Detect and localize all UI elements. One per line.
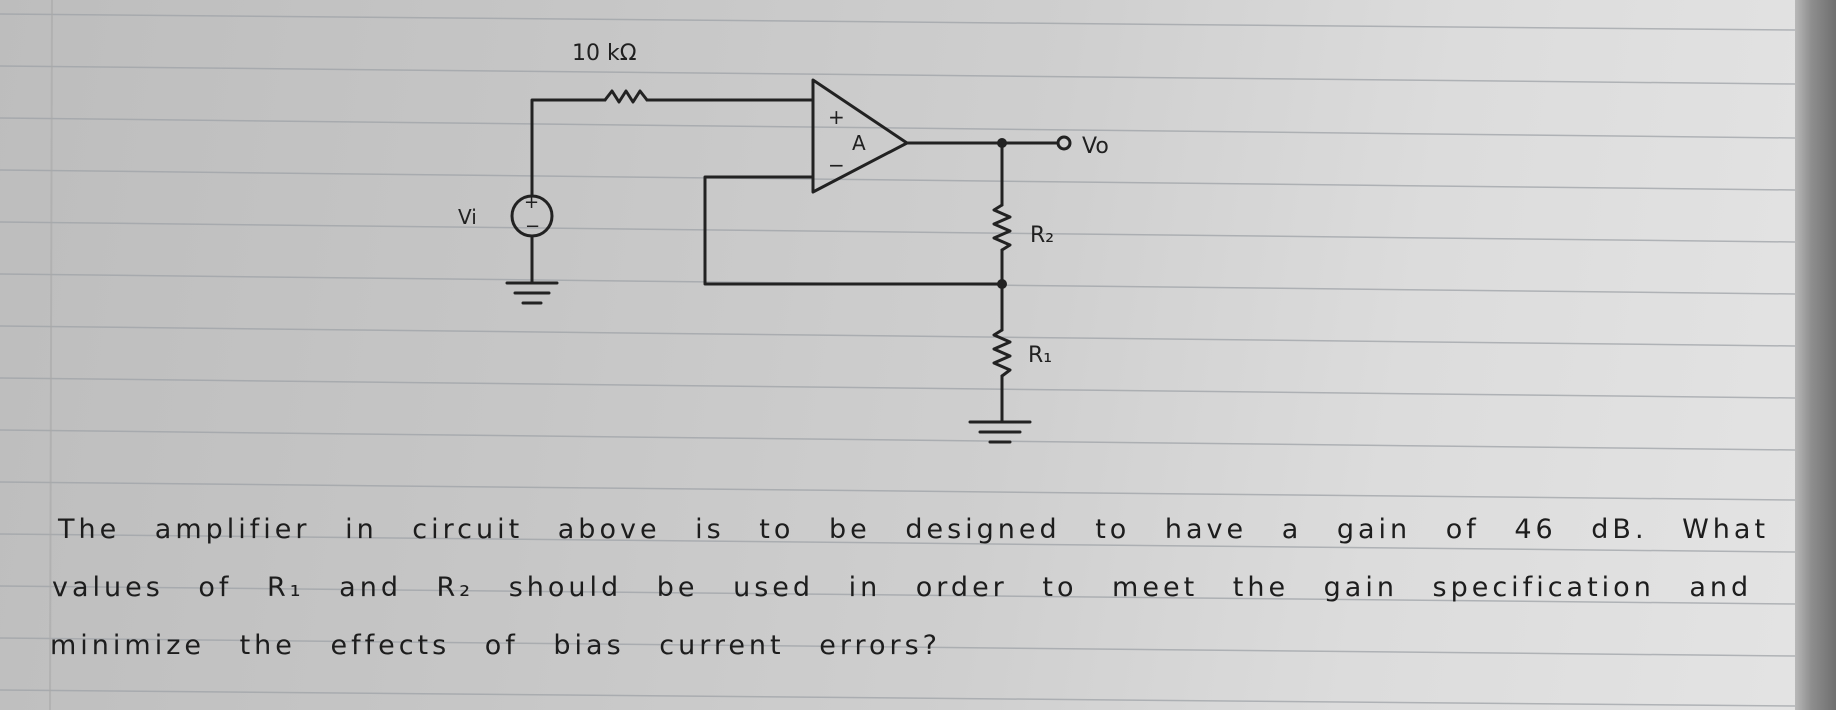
r1-ground-icon bbox=[968, 420, 1032, 444]
source-ground-icon bbox=[505, 281, 559, 305]
problem-line-3: minimize the effects of bias current err… bbox=[50, 630, 941, 661]
opamp-minus-sign: − bbox=[828, 153, 845, 177]
r2-resistor bbox=[992, 203, 1012, 252]
output-junction-dot bbox=[997, 138, 1007, 148]
resistor-label: 10 kΩ bbox=[572, 41, 637, 66]
input-wire bbox=[530, 98, 607, 198]
feedback-junction-dot bbox=[997, 279, 1007, 289]
opamp-plus-sign: + bbox=[828, 105, 845, 129]
source-minus-sign: − bbox=[525, 216, 540, 237]
paper-edge bbox=[1795, 0, 1836, 710]
r2-label: R₂ bbox=[1030, 223, 1054, 248]
problem-line-2: values of R₁ and R₂ should be used in or… bbox=[52, 572, 1753, 603]
problem-line-1: The amplifier in circuit above is to be … bbox=[58, 514, 1770, 545]
output-terminal-icon bbox=[1056, 135, 1072, 151]
source-plus-sign: + bbox=[524, 192, 539, 213]
r1-label: R₁ bbox=[1028, 343, 1052, 368]
source-label: Vi bbox=[458, 205, 477, 229]
opamp-triangle bbox=[811, 78, 909, 194]
opamp-gain-label: A bbox=[852, 131, 866, 155]
feedback-wire bbox=[703, 175, 1004, 286]
r1-resistor bbox=[992, 328, 1012, 378]
output-label: Vo bbox=[1082, 134, 1109, 159]
input-resistor bbox=[603, 89, 649, 104]
